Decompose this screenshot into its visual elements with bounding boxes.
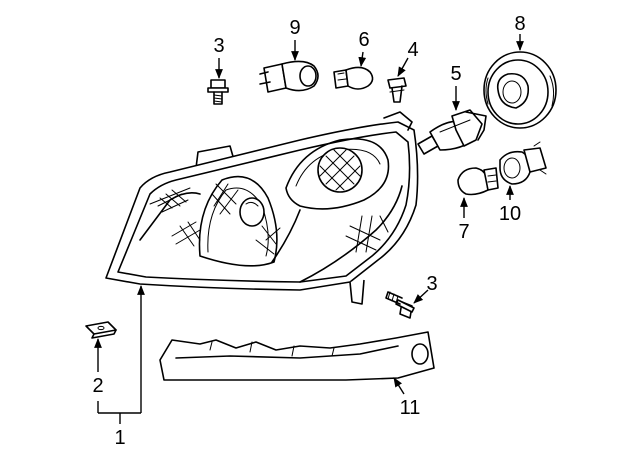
callout-7: 7 [458, 221, 469, 243]
callout-6: 6 [358, 29, 369, 51]
callout-5: 5 [450, 63, 461, 85]
callout-10: 10 [499, 203, 521, 225]
bolt-upper [207, 79, 229, 105]
callout-9: 9 [289, 17, 300, 39]
callout-11: 11 [400, 397, 421, 419]
bolt-lower [385, 291, 415, 319]
lower-trim-strip [159, 331, 435, 381]
retainer-clip [387, 77, 407, 103]
callout-3-upper: 3 [213, 35, 224, 57]
headlamp-bulb [417, 109, 487, 155]
callout-1: 1 [114, 427, 125, 449]
callout-labels: 1 2 3 3 4 5 6 7 8 9 10 11 [92, 13, 525, 449]
callout-3-lower: 3 [426, 273, 437, 295]
dust-cap [483, 51, 557, 129]
wedge-bulb-6 [333, 66, 374, 90]
callout-4: 4 [407, 39, 418, 61]
wedge-bulb-7 [457, 167, 499, 196]
headlamp-assembly [105, 111, 419, 305]
bulb-socket-10 [499, 141, 547, 185]
clip-nut [85, 321, 117, 339]
callout-8: 8 [514, 13, 525, 35]
callout-2: 2 [92, 375, 103, 397]
bulb-socket-9 [259, 60, 319, 93]
leader-lines [94, 34, 524, 424]
